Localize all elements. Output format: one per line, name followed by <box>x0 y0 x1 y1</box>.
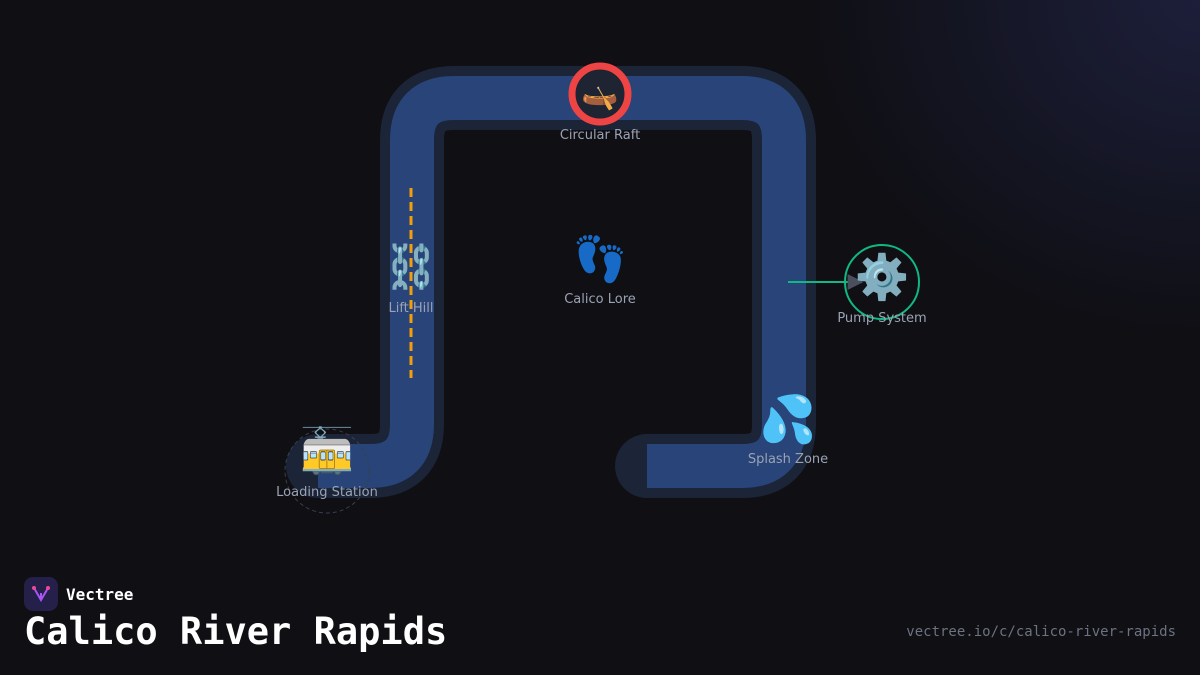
loading-station-label: Loading Station <box>276 485 378 500</box>
footprints-icon: 👣 <box>572 234 628 285</box>
gear-icon: ⚙️ <box>854 252 910 303</box>
canoe-icon: 🛶 <box>581 77 619 112</box>
page-url[interactable]: vectree.io/c/calico-river-rapids <box>906 624 1176 640</box>
brand-name: Vectree <box>66 584 134 604</box>
chains-icon: ⛓️ <box>384 242 438 291</box>
pump-system-label: Pump System <box>837 311 927 326</box>
tram-icon: 🚋 <box>299 426 355 477</box>
splash-zone-label: Splash Zone <box>747 452 829 467</box>
station-ring <box>284 428 370 514</box>
node-circular-raft[interactable]: 🛶 Circular Raft <box>540 76 660 143</box>
splash-icon: 💦 <box>759 392 817 446</box>
node-splash-zone[interactable]: 💦 Splash Zone <box>728 393 848 467</box>
calico-lore-label: Calico Lore <box>564 292 636 307</box>
circular-raft-label: Circular Raft <box>559 128 641 143</box>
node-lift-hill[interactable]: ⛓️ Lift Hill <box>351 242 471 316</box>
node-pump-system[interactable]: ⚙️ Pump System <box>822 252 942 326</box>
lift-hill-label: Lift Hill <box>388 301 434 316</box>
raft-ring <box>568 62 632 126</box>
vectree-logo-icon <box>24 577 58 611</box>
pump-ring <box>844 244 920 320</box>
page-title: Calico River Rapids <box>24 610 448 653</box>
node-loading-station[interactable]: 🚋 Loading Station <box>257 426 397 500</box>
node-calico-lore[interactable]: 👣 Calico Lore <box>540 234 660 307</box>
brand[interactable]: Vectree <box>24 577 133 611</box>
